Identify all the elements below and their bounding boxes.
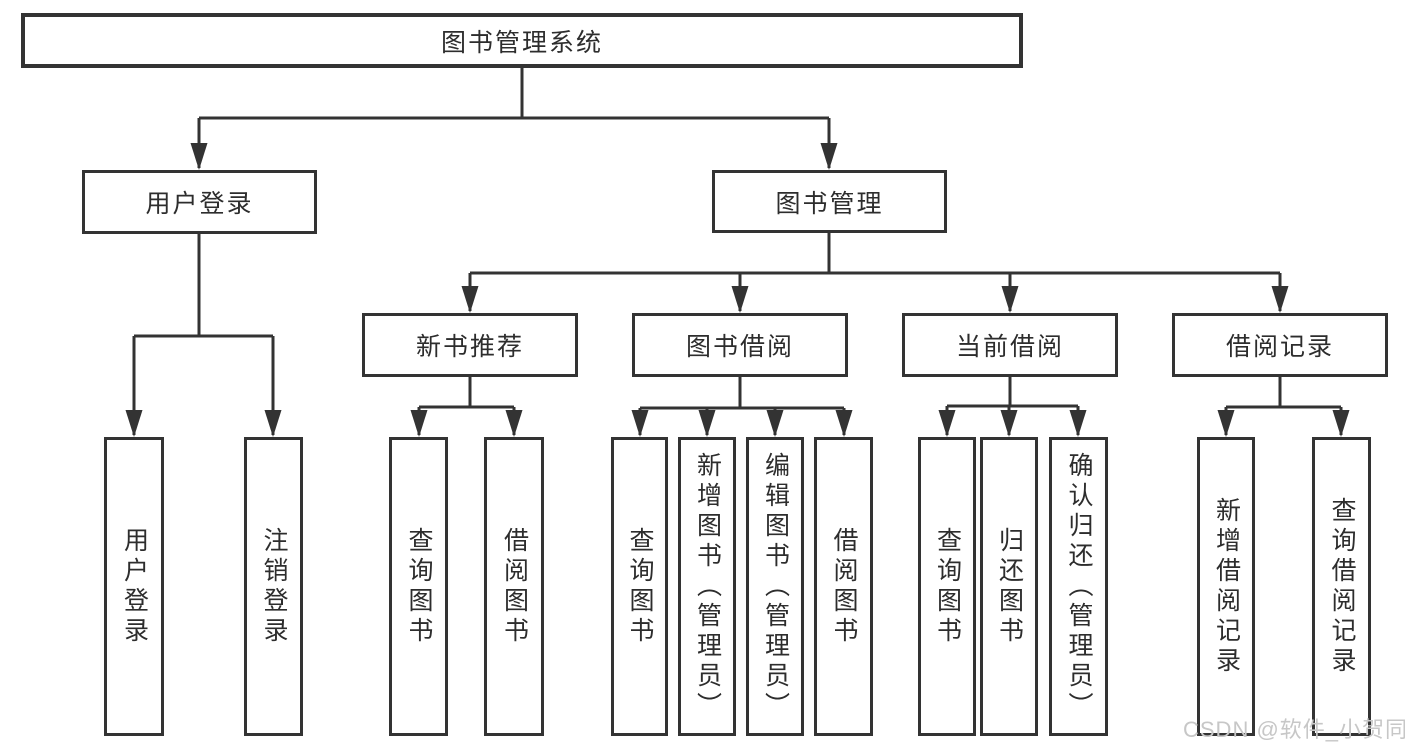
arrow-down-icon: [1217, 410, 1235, 437]
branch-label: 图书管理: [775, 189, 884, 218]
diagram-box-book-management: 图书管理: [712, 170, 947, 233]
leaf-label: 新增图书（管理员）: [693, 451, 722, 722]
leaf-box-query-books-2: 查询图书: [611, 437, 668, 736]
leaf-box-return-books: 归还图书: [980, 437, 1038, 736]
arrow-down-icon: [1332, 410, 1350, 437]
leaf-box-query-borrow-record: 查询借阅记录: [1312, 437, 1371, 736]
connector-lines: [132, 68, 1343, 435]
leaf-label: 查询图书: [405, 526, 433, 647]
leaf-label: 编辑图书（管理员）: [761, 451, 790, 722]
diagram-box-book-borrow: 图书借阅: [632, 313, 848, 377]
leaf-label: 查询图书: [626, 526, 654, 647]
leaf-box-add-books-admin: 新增图书（管理员）: [678, 437, 736, 736]
csdn-watermark: CSDN @软件_小贺同学: [1183, 717, 1405, 742]
leaf-box-confirm-return-admin: 确认归还（管理员）: [1049, 437, 1108, 736]
arrow-down-icon: [766, 410, 784, 437]
arrow-down-icon: [938, 410, 956, 437]
leaf-box-user-login: 用户登录: [104, 437, 164, 736]
arrow-down-icon: [1000, 410, 1018, 437]
diagram-box-current-borrow: 当前借阅: [902, 313, 1118, 377]
leaf-label: 归还图书: [995, 526, 1024, 647]
leaf-label: 注销登录: [260, 526, 288, 647]
arrow-down-icon: [698, 410, 716, 437]
arrow-down-icon: [410, 410, 428, 437]
arrow-down-icon: [190, 143, 208, 170]
group-label: 新书推荐: [415, 333, 524, 361]
diagram-box-new-book-recommend: 新书推荐: [362, 313, 578, 377]
leaf-label: 用户登录: [120, 526, 149, 647]
leaf-box-logout: 注销登录: [244, 437, 303, 736]
arrow-down-icon: [820, 143, 838, 170]
group-label: 图书借阅: [685, 333, 794, 361]
arrow-down-icon: [1069, 410, 1087, 437]
leaf-box-edit-books-admin: 编辑图书（管理员）: [746, 437, 804, 736]
arrow-down-icon: [631, 410, 649, 437]
arrow-down-icon: [461, 286, 479, 313]
group-label: 当前借阅: [955, 333, 1064, 361]
root-label: 图书管理系统: [440, 28, 603, 57]
leaf-box-add-borrow-record: 新增借阅记录: [1197, 437, 1255, 736]
leaf-label: 新增借阅记录: [1212, 496, 1241, 677]
arrow-down-icon: [1271, 286, 1289, 313]
diagram-box-root: 图书管理系统: [21, 13, 1023, 68]
leaf-box-query-books-3: 查询图书: [918, 437, 976, 736]
leaf-label: 借阅图书: [500, 526, 529, 647]
arrow-down-icon: [1001, 286, 1019, 313]
leaf-box-query-books-1: 查询图书: [389, 437, 448, 736]
arrow-down-icon: [264, 410, 282, 437]
arrow-down-icon: [835, 410, 853, 437]
leaf-label: 查询借阅记录: [1328, 496, 1356, 677]
arrow-down-icon: [505, 410, 523, 437]
arrow-down-icon: [125, 410, 143, 437]
group-label: 借阅记录: [1225, 333, 1334, 361]
branch-label: 用户登录: [145, 190, 254, 218]
leaf-box-borrow-books-2: 借阅图书: [814, 437, 873, 736]
leaf-box-borrow-books-1: 借阅图书: [484, 437, 544, 736]
diagram-box-borrow-records: 借阅记录: [1172, 313, 1388, 377]
leaf-label: 借阅图书: [830, 526, 858, 647]
leaf-label: 确认归还（管理员）: [1065, 451, 1093, 722]
arrow-down-icon: [731, 286, 749, 313]
diagram-box-user-login-branch: 用户登录: [82, 170, 317, 234]
leaf-label: 查询图书: [933, 526, 962, 647]
